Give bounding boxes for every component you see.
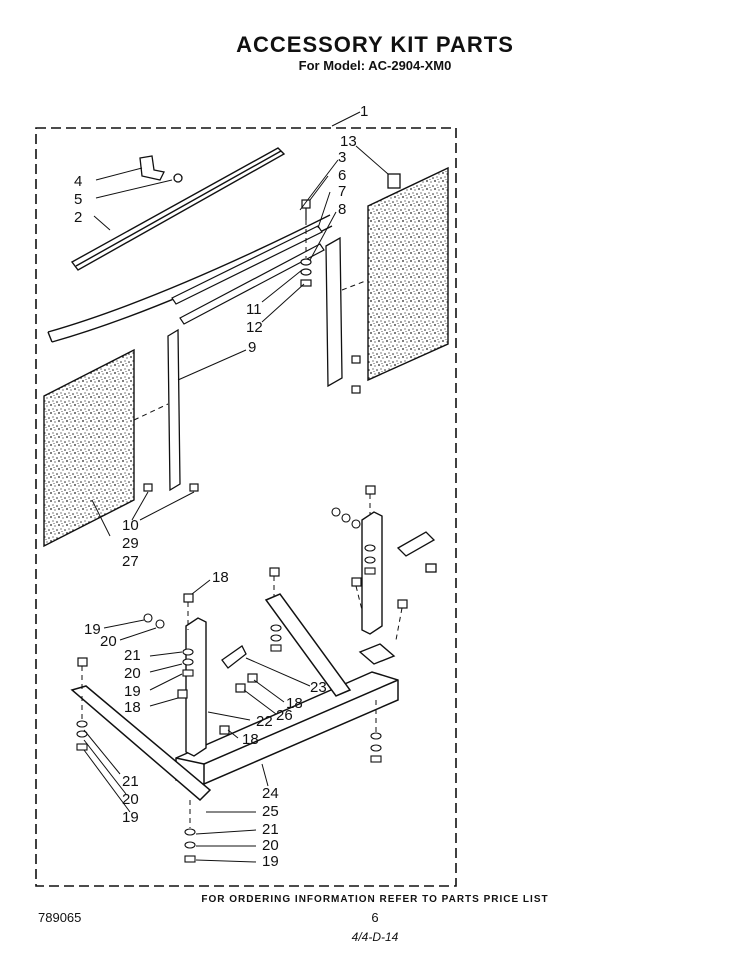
callout-23: 23 <box>310 679 327 696</box>
seal-strips <box>171 225 325 325</box>
ordering-info-note: FOR ORDERING INFORMATION REFER TO PARTS … <box>201 894 549 905</box>
callout-1: 1 <box>360 103 368 120</box>
left-upright-bracket <box>185 617 207 757</box>
page-title: ACCESSORY KIT PARTS <box>236 32 514 57</box>
callout-11: 11 <box>246 301 262 318</box>
screws-part-10 <box>143 355 361 492</box>
callout-18-mid: 18 <box>124 699 141 716</box>
front-cross-bar <box>70 685 212 802</box>
base-beam-part-24 <box>175 671 399 785</box>
callout-5: 5 <box>74 191 82 208</box>
callout-3: 3 <box>338 149 346 166</box>
callout-20-upper: 20 <box>100 633 117 650</box>
clip-part-13 <box>387 173 401 189</box>
callout-20-bottom: 20 <box>262 837 279 854</box>
callout-18-right: 18 <box>286 695 303 712</box>
rear-diagonal-arm <box>264 593 352 697</box>
callout-6: 6 <box>338 167 346 184</box>
callout-19-left: 19 <box>122 809 139 826</box>
callout-26: 26 <box>276 707 293 724</box>
callout-20-mid: 20 <box>124 665 141 682</box>
page-number: 6 <box>371 910 379 925</box>
document-number: 789065 <box>38 910 82 925</box>
bracket-part-23 <box>221 645 247 669</box>
callout-27: 27 <box>122 553 139 570</box>
left-side-panel <box>43 348 135 548</box>
screw-part-6 <box>301 199 311 220</box>
washer-stacks-parts-19-20-21 <box>76 507 382 863</box>
callout-25: 25 <box>262 803 279 820</box>
model-subtitle: For Model: AC-2904-XM0 <box>298 58 452 73</box>
leader-lines <box>83 111 389 863</box>
callout-7: 7 <box>338 183 346 200</box>
washer-nut-stack-upper <box>300 258 312 287</box>
callout-10: 10 <box>122 517 139 534</box>
callout-21-bottom: 21 <box>262 821 279 838</box>
callout-18-low: 18 <box>242 731 259 748</box>
callout-12: 12 <box>246 319 263 336</box>
callout-18-top: 18 <box>212 569 229 586</box>
callout-9: 9 <box>248 339 256 356</box>
callout-20-left: 20 <box>122 791 139 808</box>
callout-21-upper: 21 <box>124 647 141 664</box>
handwritten-code: 4/4-D-14 <box>351 930 399 944</box>
callout-24: 24 <box>262 785 279 802</box>
right-side-panel <box>367 166 449 382</box>
callout-19-mid: 19 <box>124 683 141 700</box>
callout-19-upper: 19 <box>84 621 101 638</box>
callout-8: 8 <box>338 201 346 218</box>
callout-19-bottom: 19 <box>262 853 279 870</box>
bracket-part-4 <box>139 155 183 183</box>
callout-22: 22 <box>256 713 273 730</box>
callout-13: 13 <box>340 133 357 150</box>
hinge-bracket-right <box>396 531 437 573</box>
kit-boundary <box>35 127 457 887</box>
callout-2: 2 <box>74 209 82 226</box>
vertical-channel-part-9 <box>167 328 181 492</box>
callout-4: 4 <box>74 173 82 190</box>
callout-21-left: 21 <box>122 773 139 790</box>
rear-foot-plate <box>358 643 396 665</box>
callout-29: 29 <box>122 535 139 552</box>
angle-rail-part-2 <box>70 147 286 271</box>
right-vertical-channel <box>325 236 343 388</box>
curved-channel <box>47 214 333 343</box>
